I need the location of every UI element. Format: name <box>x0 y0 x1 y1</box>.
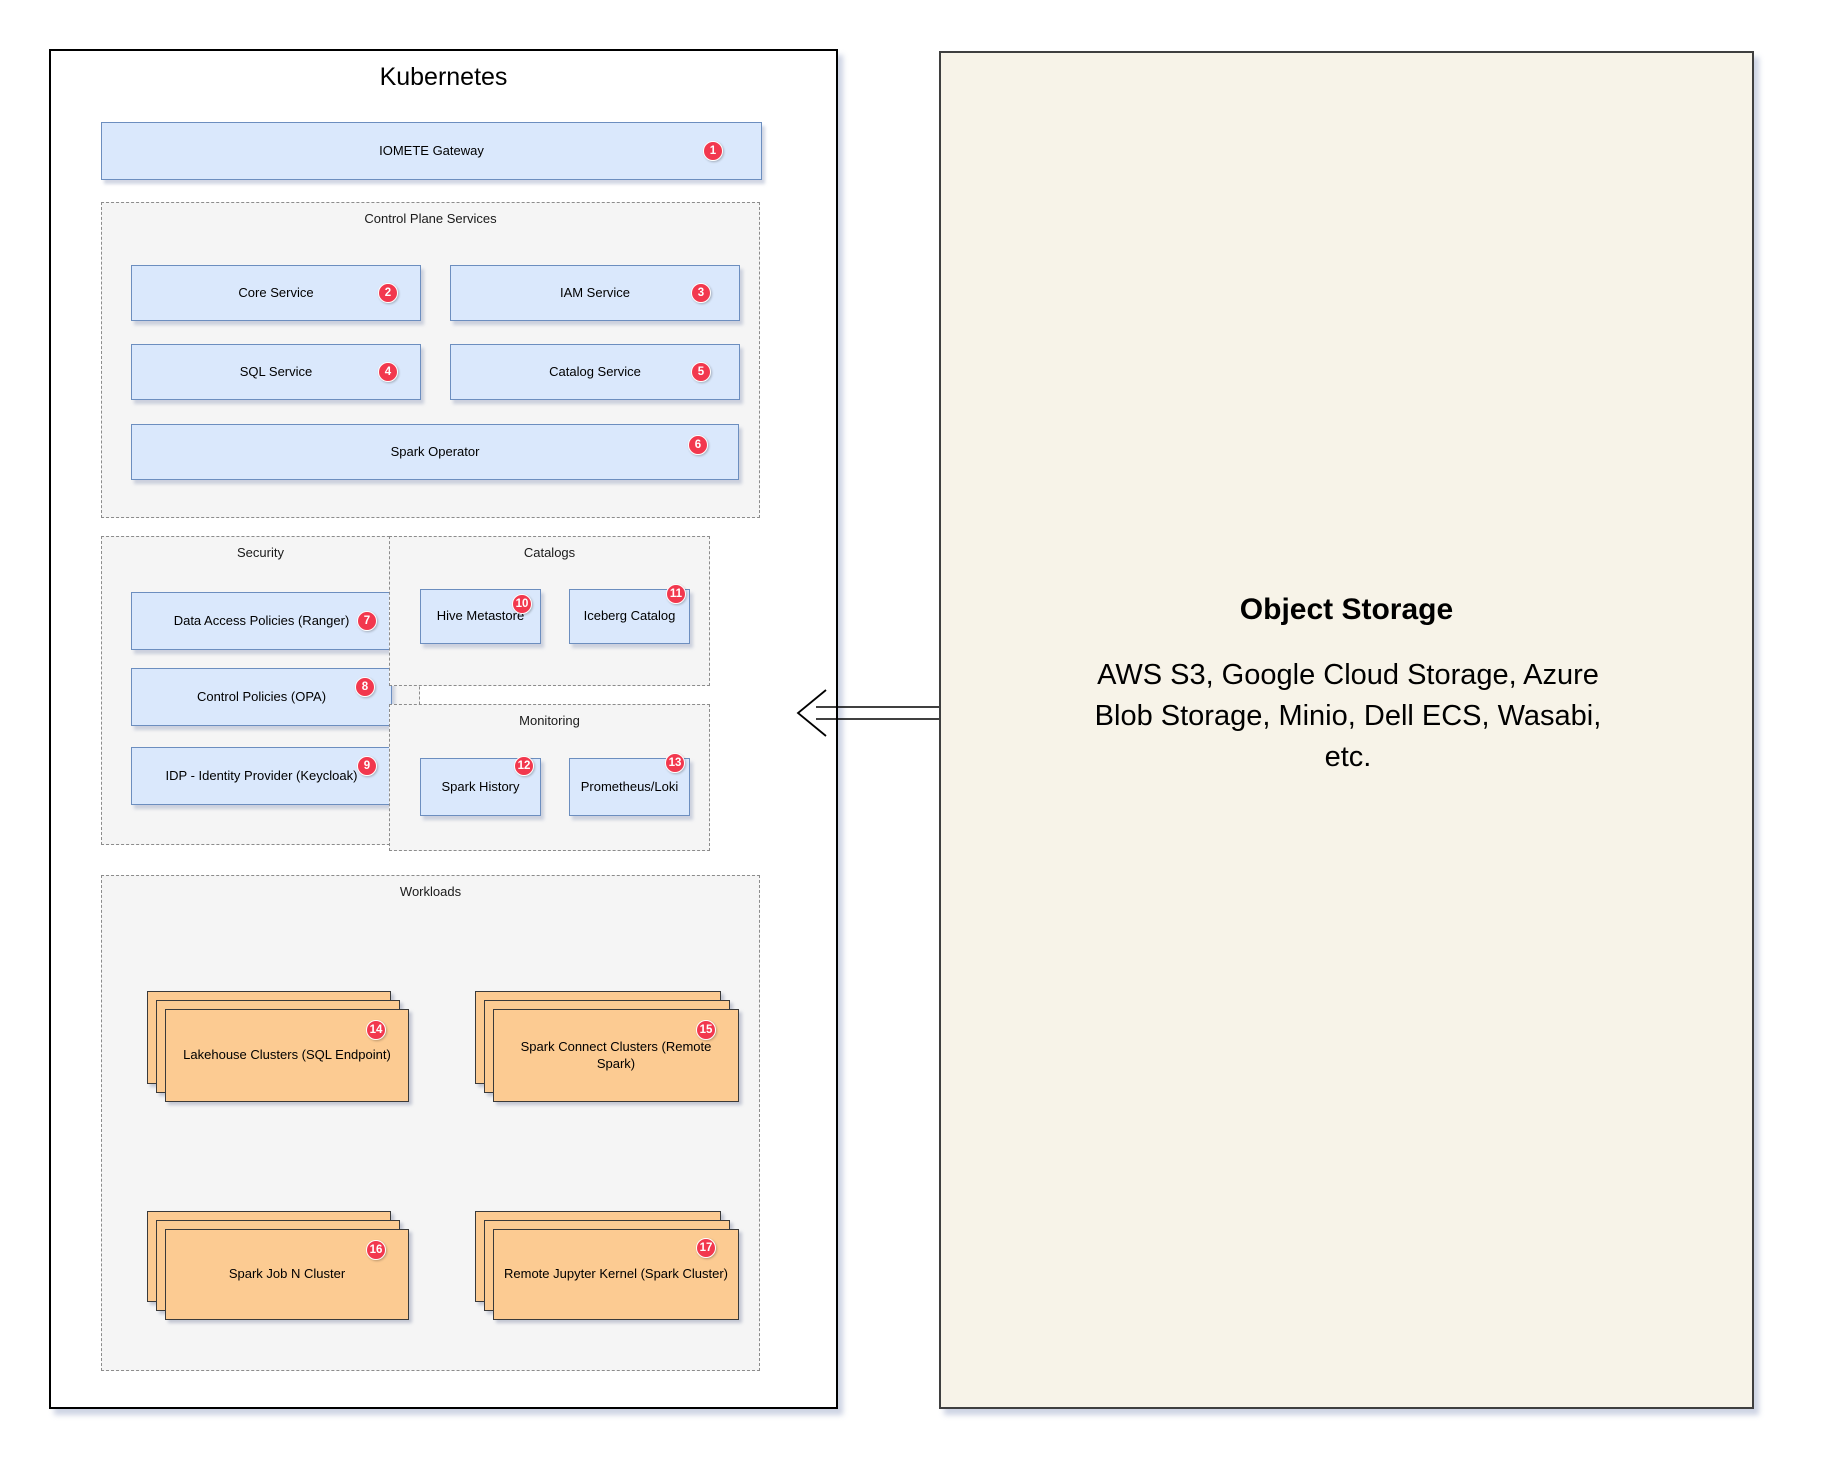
node-badge: 7 <box>357 611 377 631</box>
node-label: Spark Connect Clusters (Remote Spark) <box>520 1039 712 1071</box>
group-title: Security <box>237 545 284 560</box>
node-label: Iceberg Catalog <box>583 608 676 624</box>
kubernetes-title: Kubernetes <box>379 63 508 91</box>
object-storage-title: Object Storage <box>1239 593 1454 626</box>
hive-metastore-node: Hive Metastore 10 <box>420 589 541 644</box>
node-badge: 8 <box>355 677 375 697</box>
iomete-gateway-node: IOMETE Gateway 1 <box>101 122 762 180</box>
node-badge: 13 <box>665 753 685 773</box>
group-title: Control Plane Services <box>364 211 497 226</box>
node-label: Lakehouse Clusters (SQL Endpoint) <box>183 1047 391 1063</box>
node-label: Spark Job N Cluster <box>228 1266 346 1282</box>
core-service-node: Core Service 2 <box>131 265 421 321</box>
node-badge: 6 <box>688 435 708 455</box>
node-badge: 12 <box>514 756 534 776</box>
object-storage-panel: Object Storage AWS S3, Google Cloud Stor… <box>939 51 1754 1409</box>
node-label: Remote Jupyter Kernel (Spark Cluster) <box>504 1266 728 1282</box>
node-label: Core Service <box>238 284 314 300</box>
spark-job-cluster-stack: Spark Job N Cluster 16 <box>147 1211 410 1321</box>
stack-front-layer: Spark Job N Cluster 16 <box>165 1229 409 1320</box>
node-badge: 5 <box>691 362 711 382</box>
node-label: Hive Metastore <box>436 608 525 624</box>
prometheus-loki-node: Prometheus/Loki 13 <box>569 753 690 816</box>
node-badge: 11 <box>666 584 686 604</box>
node-label: IOMETE Gateway <box>379 142 484 158</box>
node-badge: 16 <box>366 1240 386 1260</box>
node-badge: 9 <box>357 756 377 776</box>
node-badge: 2 <box>378 283 398 303</box>
kubernetes-panel: Kubernetes IOMETE Gateway 1 Control Plan… <box>49 49 838 1409</box>
node-label: Data Access Policies (Ranger) <box>173 612 350 628</box>
monitoring-group: Monitoring Spark History 12 Prometheus/L… <box>389 704 710 851</box>
node-label: Spark History <box>441 778 520 794</box>
spark-operator-node: Spark Operator 6 <box>131 424 739 480</box>
stack-front-layer: Lakehouse Clusters (SQL Endpoint) 14 <box>165 1009 409 1102</box>
sql-service-node: SQL Service 4 <box>131 344 421 400</box>
node-label: Spark Operator <box>390 443 480 459</box>
node-label: SQL Service <box>239 363 313 379</box>
node-badge: 4 <box>378 362 398 382</box>
object-storage-description: AWS S3, Google Cloud Storage, Azure Blob… <box>1094 659 1602 773</box>
node-badge: 17 <box>696 1238 716 1258</box>
idp-keycloak-node: IDP - Identity Provider (Keycloak) 9 <box>131 747 392 805</box>
node-badge: 14 <box>366 1020 386 1040</box>
catalog-service-node: Catalog Service 5 <box>450 344 740 400</box>
node-label: IAM Service <box>559 284 631 300</box>
jupyter-kernel-stack: Remote Jupyter Kernel (Spark Cluster) 17 <box>475 1211 740 1321</box>
node-label: IDP - Identity Provider (Keycloak) <box>165 767 358 783</box>
iceberg-catalog-node: Iceberg Catalog 11 <box>569 584 690 644</box>
node-badge: 15 <box>696 1020 716 1040</box>
node-badge: 3 <box>691 283 711 303</box>
group-title: Catalogs <box>523 545 576 560</box>
group-title: Monitoring <box>519 713 580 728</box>
control-plane-group: Control Plane Services Core Service 2 IA… <box>101 202 760 518</box>
security-group: Security Data Access Policies (Ranger) 7… <box>101 536 420 845</box>
node-label: Control Policies (OPA) <box>196 688 327 704</box>
opa-policies-node: Control Policies (OPA) 8 <box>131 668 392 726</box>
ranger-policies-node: Data Access Policies (Ranger) 7 <box>131 592 392 650</box>
spark-connect-clusters-stack: Spark Connect Clusters (Remote Spark) 15 <box>475 991 740 1103</box>
stack-front-layer: Spark Connect Clusters (Remote Spark) 15 <box>493 1009 739 1102</box>
workloads-group: Workloads Lakehouse Clusters (SQL Endpoi… <box>101 875 760 1371</box>
catalogs-group: Catalogs Hive Metastore 10 Iceberg Catal… <box>389 536 710 686</box>
group-title: Workloads <box>399 884 462 899</box>
node-badge: 1 <box>703 141 723 161</box>
iam-service-node: IAM Service 3 <box>450 265 740 321</box>
node-badge: 10 <box>512 594 532 614</box>
stack-front-layer: Remote Jupyter Kernel (Spark Cluster) 17 <box>493 1229 739 1320</box>
node-label: Prometheus/Loki <box>580 778 679 794</box>
node-label: Catalog Service <box>549 363 641 379</box>
spark-history-node: Spark History 12 <box>420 756 541 816</box>
lakehouse-clusters-stack: Lakehouse Clusters (SQL Endpoint) 14 <box>147 991 410 1103</box>
